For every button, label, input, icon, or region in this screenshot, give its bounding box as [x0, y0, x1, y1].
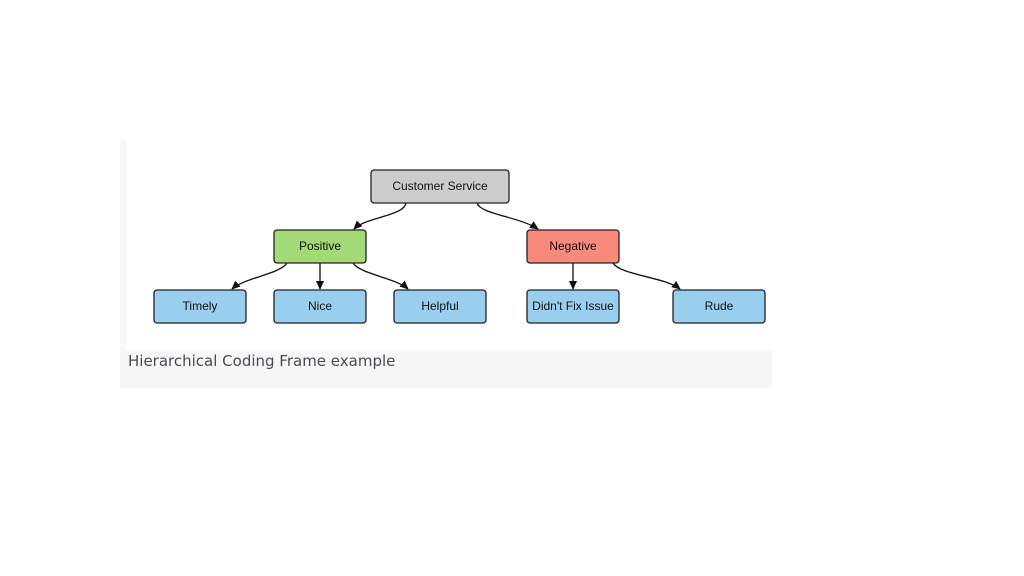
node-box: [273, 229, 367, 264]
node-nice: Nice: [273, 289, 367, 324]
figure-caption: Hierarchical Coding Frame example: [128, 352, 396, 370]
edge-positive-to-helpful: [352, 262, 409, 290]
node-customer-service: Customer Service: [370, 169, 510, 204]
node-box: [672, 289, 766, 324]
node-didnt-fix-issue: Didn't Fix Issue: [526, 289, 620, 324]
node-label: Customer Service: [392, 179, 488, 193]
coding-frame-diagram: Customer Service Positive Negative Timel…: [153, 169, 766, 324]
edges: [231, 202, 681, 290]
node-positive: Positive: [273, 229, 367, 264]
node-label: Didn't Fix Issue: [532, 299, 614, 313]
edge-positive-to-timely: [231, 262, 288, 290]
node-label: Negative: [549, 239, 597, 253]
node-box: [273, 289, 367, 324]
node-box: [526, 289, 620, 324]
edge-negative-to-rude: [612, 262, 681, 290]
node-negative: Negative: [526, 229, 620, 264]
node-label: Nice: [308, 299, 332, 313]
node-rude: Rude: [672, 289, 766, 324]
edge-root-to-negative: [476, 202, 539, 230]
node-box: [370, 169, 510, 204]
node-helpful: Helpful: [393, 289, 487, 324]
figure: Customer Service Positive Negative Timel…: [120, 140, 772, 388]
node-label: Rude: [705, 299, 734, 313]
node-box: [153, 289, 247, 324]
node-label: Helpful: [421, 299, 458, 313]
node-label: Positive: [299, 239, 341, 253]
node-label: Timely: [183, 299, 218, 313]
node-box: [393, 289, 487, 324]
edge-root-to-positive: [353, 202, 407, 230]
node-timely: Timely: [153, 289, 247, 324]
node-box: [526, 229, 620, 264]
